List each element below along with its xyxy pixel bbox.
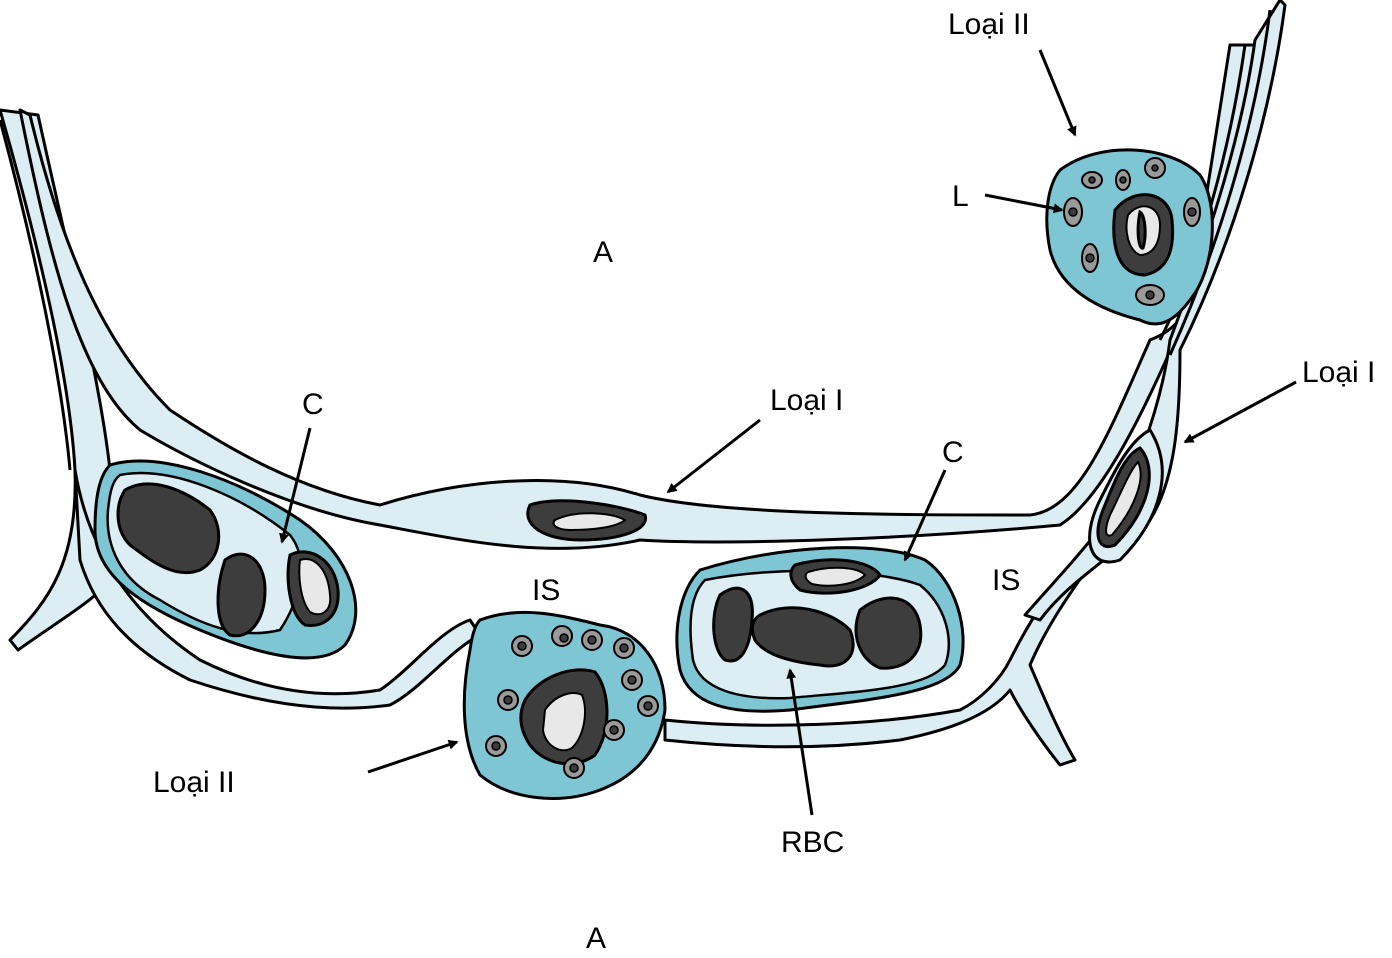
label-type2-bottom: Loại II [153, 766, 235, 799]
label-alveolus-bottom: A [586, 922, 606, 955]
label-type1-right: Loại I [1302, 356, 1375, 389]
label-type2-top: Loại II [948, 8, 1030, 41]
arrow-type2-top [1038, 49, 1077, 137]
type1-middle-cell [526, 499, 647, 542]
label-rbc: RBC [781, 826, 844, 859]
lamellar-bodies-top [1063, 157, 1201, 306]
arrow-type1-middle [666, 418, 761, 494]
arrow-rbc [786, 668, 814, 816]
arrow-type1-right [1183, 380, 1297, 444]
label-type1-middle: Loại I [770, 384, 843, 417]
label-alveolus-top: A [593, 236, 613, 269]
label-capillary-left: C [302, 388, 324, 421]
capillary-right [675, 546, 965, 713]
lamellar-bodies-bottom [485, 625, 659, 779]
label-lamellar-body: L [952, 180, 969, 213]
arrow-lamellar [984, 193, 1064, 214]
type2-top-cell [1045, 148, 1214, 326]
label-capillary-right: C [942, 436, 964, 469]
type2-bottom-cell [462, 610, 667, 800]
arrow-capillary-left [279, 427, 312, 544]
label-interstitium-left: IS [532, 574, 560, 607]
capillary-left [93, 459, 358, 660]
arrow-capillary-right [903, 469, 947, 562]
pointer-arrows [279, 49, 1297, 816]
label-interstitium-right: IS [992, 564, 1020, 597]
type1-right-cell [1088, 428, 1164, 564]
arrow-type2-bottom [367, 739, 459, 774]
labels: Loại II L A Loại I Loại I C C IS IS Loại… [153, 8, 1375, 955]
